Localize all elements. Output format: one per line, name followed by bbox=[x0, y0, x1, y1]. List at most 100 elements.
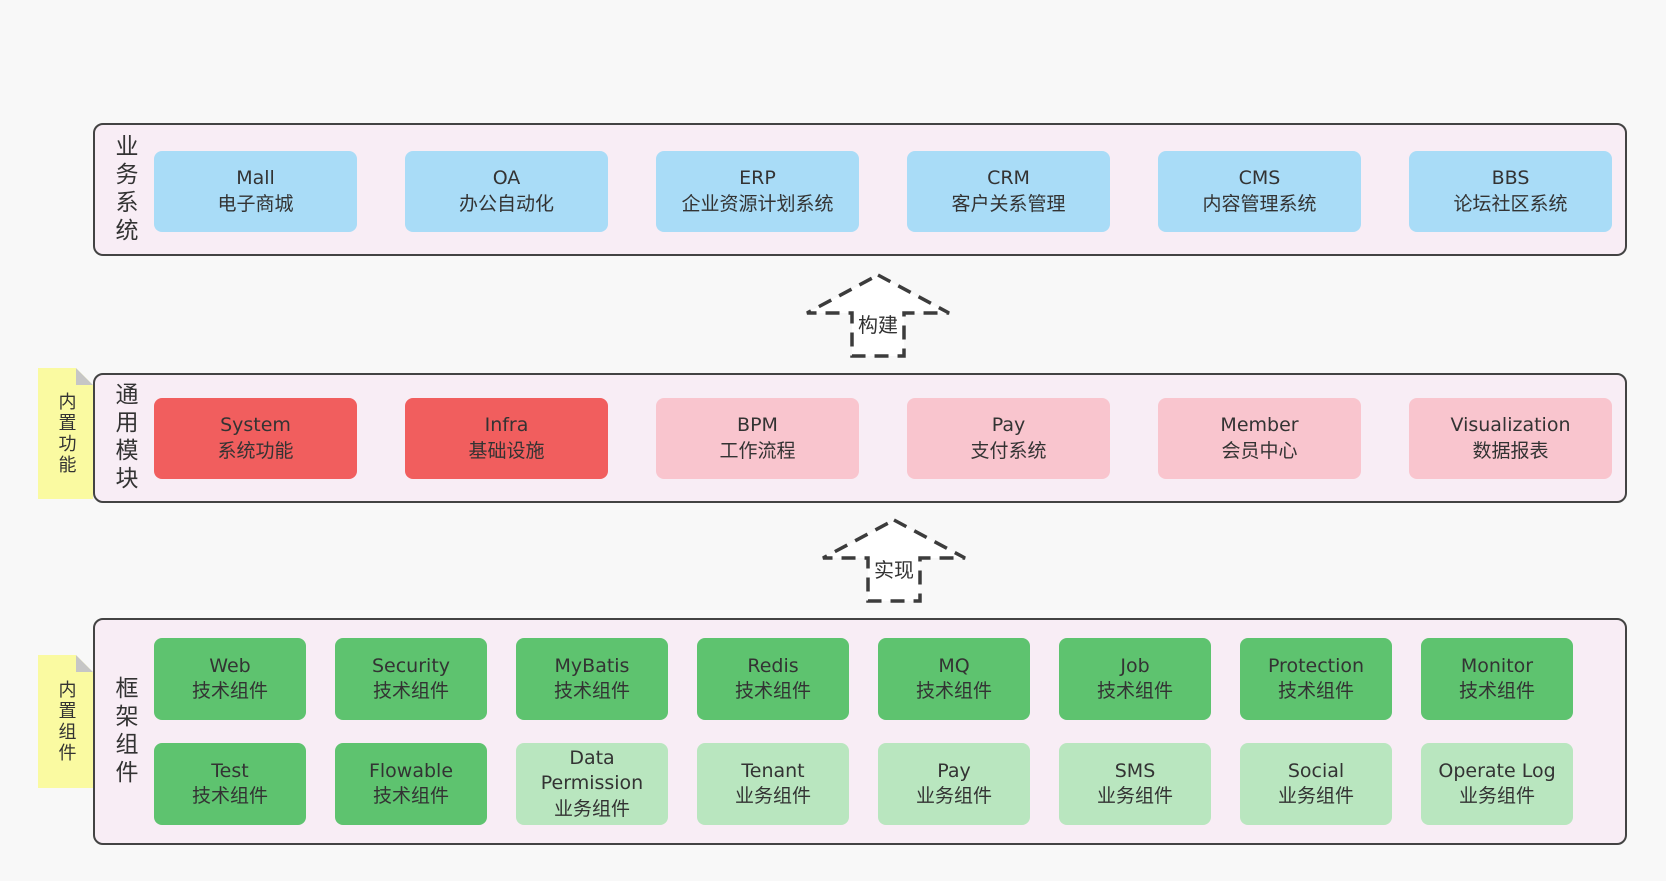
box-title: Web bbox=[209, 654, 251, 677]
box-subtitle: 技术组件 bbox=[372, 785, 449, 807]
box-title: Operate Log bbox=[1438, 759, 1556, 782]
diagram-box-monitor: Monitor 技术组件 bbox=[1421, 638, 1573, 720]
box-title: MyBatis bbox=[554, 654, 630, 677]
box-subtitle: 企业资源计划系统 bbox=[681, 192, 834, 215]
box-title: CMS bbox=[1238, 167, 1281, 190]
box-subtitle: 业务组件 bbox=[553, 797, 630, 820]
box-subtitle: 工作流程 bbox=[719, 439, 796, 462]
build-arrow-shape bbox=[806, 273, 950, 358]
box-subtitle: 会员中心 bbox=[1221, 439, 1298, 462]
box-subtitle: 业务组件 bbox=[1096, 785, 1173, 807]
box-title: OA bbox=[492, 167, 521, 190]
box-subtitle: 技术组件 bbox=[1096, 680, 1173, 702]
box-subtitle: 技术组件 bbox=[734, 680, 811, 702]
box-title: CRM bbox=[987, 167, 1030, 190]
box-title: Monitor bbox=[1460, 654, 1534, 677]
box-subtitle: 电子商城 bbox=[217, 192, 294, 215]
diagram-box-pay: Pay 业务组件 bbox=[878, 743, 1030, 825]
note-text: 内置组件 bbox=[55, 679, 77, 764]
box-subtitle: 技术组件 bbox=[191, 785, 268, 807]
box-title: Protection bbox=[1267, 654, 1365, 677]
diagram-box-mybatis: MyBatis 技术组件 bbox=[516, 638, 668, 720]
box-title: BBS bbox=[1491, 167, 1530, 190]
box-title: Social bbox=[1287, 759, 1345, 782]
implement-arrow-shape bbox=[822, 518, 966, 603]
box-title: Security bbox=[371, 654, 451, 677]
box-subtitle: 技术组件 bbox=[372, 680, 449, 702]
diagram-box-tenant: Tenant 业务组件 bbox=[697, 743, 849, 825]
box-title: System bbox=[220, 414, 291, 437]
box-title: Pay bbox=[937, 759, 971, 782]
band-label-framework-components: 框架组件 bbox=[111, 675, 137, 788]
box-subtitle: 业务组件 bbox=[1277, 785, 1354, 807]
box-subtitle: 技术组件 bbox=[1458, 680, 1535, 702]
note-fold-corner bbox=[76, 368, 93, 385]
diagram-box-security: Security 技术组件 bbox=[335, 638, 487, 720]
box-subtitle: 内容管理系统 bbox=[1202, 192, 1317, 215]
build-arrow: 构建 bbox=[806, 273, 950, 358]
diagram-box-job: Job 技术组件 bbox=[1059, 638, 1211, 720]
box-title: Data Permission bbox=[540, 746, 644, 795]
box-title: Flowable bbox=[368, 759, 454, 782]
implement-arrow: 实现 bbox=[822, 518, 966, 603]
diagram-box-operate-log: Operate Log 业务组件 bbox=[1421, 743, 1573, 825]
box-title: ERP bbox=[739, 167, 776, 190]
box-subtitle: 办公自动化 bbox=[458, 192, 554, 215]
band-label-common-modules: 通用模块 bbox=[111, 382, 137, 494]
sticky-note-built-in-features: 内置功能 bbox=[38, 368, 93, 499]
implement-arrow-label: 实现 bbox=[874, 558, 914, 582]
band-label-business-systems: 业务系统 bbox=[111, 133, 137, 246]
box-title: Job bbox=[1120, 654, 1150, 677]
diagram-box-sms: SMS 业务组件 bbox=[1059, 743, 1211, 825]
box-subtitle: 支付系统 bbox=[970, 439, 1047, 462]
note-text: 内置功能 bbox=[55, 391, 77, 476]
box-subtitle: 系统功能 bbox=[217, 439, 294, 462]
diagram-box-protection: Protection 技术组件 bbox=[1240, 638, 1392, 720]
diagram-box-social: Social 业务组件 bbox=[1240, 743, 1392, 825]
box-title: Tenant bbox=[741, 759, 805, 782]
diagram-box-web: Web 技术组件 bbox=[154, 638, 306, 720]
box-subtitle: 论坛社区系统 bbox=[1453, 192, 1568, 215]
box-subtitle: 技术组件 bbox=[553, 680, 630, 702]
box-subtitle: 技术组件 bbox=[191, 680, 268, 702]
box-subtitle: 业务组件 bbox=[915, 785, 992, 807]
box-subtitle: 基础设施 bbox=[468, 439, 545, 462]
box-subtitle: 业务组件 bbox=[1458, 785, 1535, 807]
sticky-note-built-in-components: 内置组件 bbox=[38, 655, 93, 788]
box-title: Member bbox=[1220, 414, 1299, 437]
box-title: Visualization bbox=[1450, 414, 1571, 437]
box-subtitle: 技术组件 bbox=[915, 680, 992, 702]
box-title: Infra bbox=[484, 414, 529, 437]
box-subtitle: 业务组件 bbox=[734, 785, 811, 807]
box-title: BPM bbox=[737, 414, 778, 437]
box-subtitle: 技术组件 bbox=[1277, 680, 1354, 702]
box-subtitle: 数据报表 bbox=[1472, 439, 1549, 462]
box-title: Pay bbox=[991, 414, 1026, 437]
diagram-box-flowable: Flowable 技术组件 bbox=[335, 743, 487, 825]
box-title: SMS bbox=[1114, 759, 1156, 782]
note-fold-corner bbox=[76, 655, 93, 672]
